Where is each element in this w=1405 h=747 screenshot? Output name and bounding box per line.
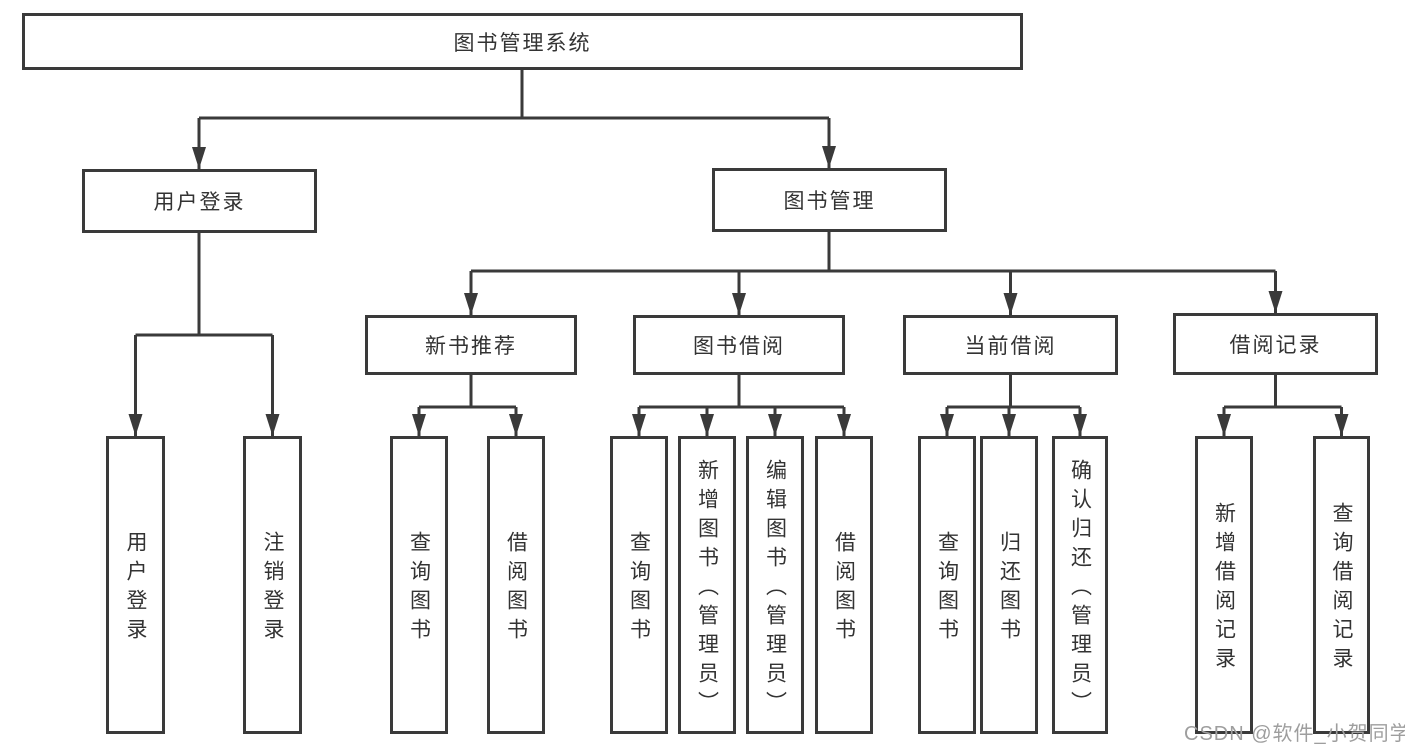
leaf-borrow-books-1-label: 借阅图书: [504, 531, 528, 647]
leaf-user-login: 用户登录: [106, 436, 165, 734]
leaf-add-books-admin: 新增图书（管理员）: [678, 436, 736, 734]
leaf-borrow-books-1: 借阅图书: [487, 436, 545, 734]
node-book-borrow: 图书借阅: [633, 315, 845, 375]
leaf-query-books-3: 查询图书: [918, 436, 976, 734]
leaf-edit-books-admin: 编辑图书（管理员）: [746, 436, 804, 734]
node-current-borrow: 当前借阅: [903, 315, 1118, 375]
node-new-book-recommend-label: 新书推荐: [425, 335, 517, 358]
leaf-query-borrow-record: 查询借阅记录: [1313, 436, 1370, 734]
leaf-add-books-admin-label: 新增图书（管理员）: [695, 458, 719, 720]
leaf-add-borrow-record-label: 新增借阅记录: [1212, 502, 1236, 676]
csdn-watermark: CSDN @软件_小贺同学: [1184, 723, 1405, 745]
node-book-borrow-label: 图书借阅: [693, 335, 785, 358]
node-book-management: 图书管理: [712, 168, 947, 232]
leaf-borrow-books-2-label: 借阅图书: [832, 531, 856, 647]
node-current-borrow-label: 当前借阅: [964, 335, 1057, 358]
leaf-query-books-1-label: 查询图书: [407, 531, 431, 647]
node-user-login-label: 用户登录: [153, 191, 246, 214]
leaf-query-books-1: 查询图书: [390, 436, 448, 734]
leaf-query-borrow-record-label: 查询借阅记录: [1330, 502, 1353, 676]
leaf-logout: 注销登录: [243, 436, 302, 734]
leaf-confirm-return-admin-label: 确认归还（管理员）: [1068, 458, 1092, 720]
leaf-borrow-books-2: 借阅图书: [815, 436, 873, 734]
node-root-system-label: 图书管理系统: [453, 31, 592, 55]
leaf-confirm-return-admin: 确认归还（管理员）: [1052, 436, 1108, 734]
leaf-query-books-3-label: 查询图书: [935, 531, 959, 647]
node-root-system: 图书管理系统: [22, 13, 1023, 70]
leaf-return-books-label: 归还图书: [997, 531, 1021, 647]
leaf-logout-label: 注销登录: [261, 531, 284, 647]
leaf-query-books-2: 查询图书: [610, 436, 668, 734]
node-book-management-label: 图书管理: [783, 190, 876, 213]
node-user-login: 用户登录: [82, 169, 317, 233]
leaf-add-borrow-record: 新增借阅记录: [1195, 436, 1253, 734]
node-borrow-records-label: 借阅记录: [1229, 334, 1322, 357]
node-borrow-records: 借阅记录: [1173, 313, 1378, 375]
leaf-return-books: 归还图书: [980, 436, 1038, 734]
leaf-query-books-2-label: 查询图书: [627, 531, 651, 647]
leaf-user-login-label: 用户登录: [124, 531, 147, 647]
node-new-book-recommend: 新书推荐: [365, 315, 577, 375]
leaf-edit-books-admin-label: 编辑图书（管理员）: [763, 458, 787, 720]
